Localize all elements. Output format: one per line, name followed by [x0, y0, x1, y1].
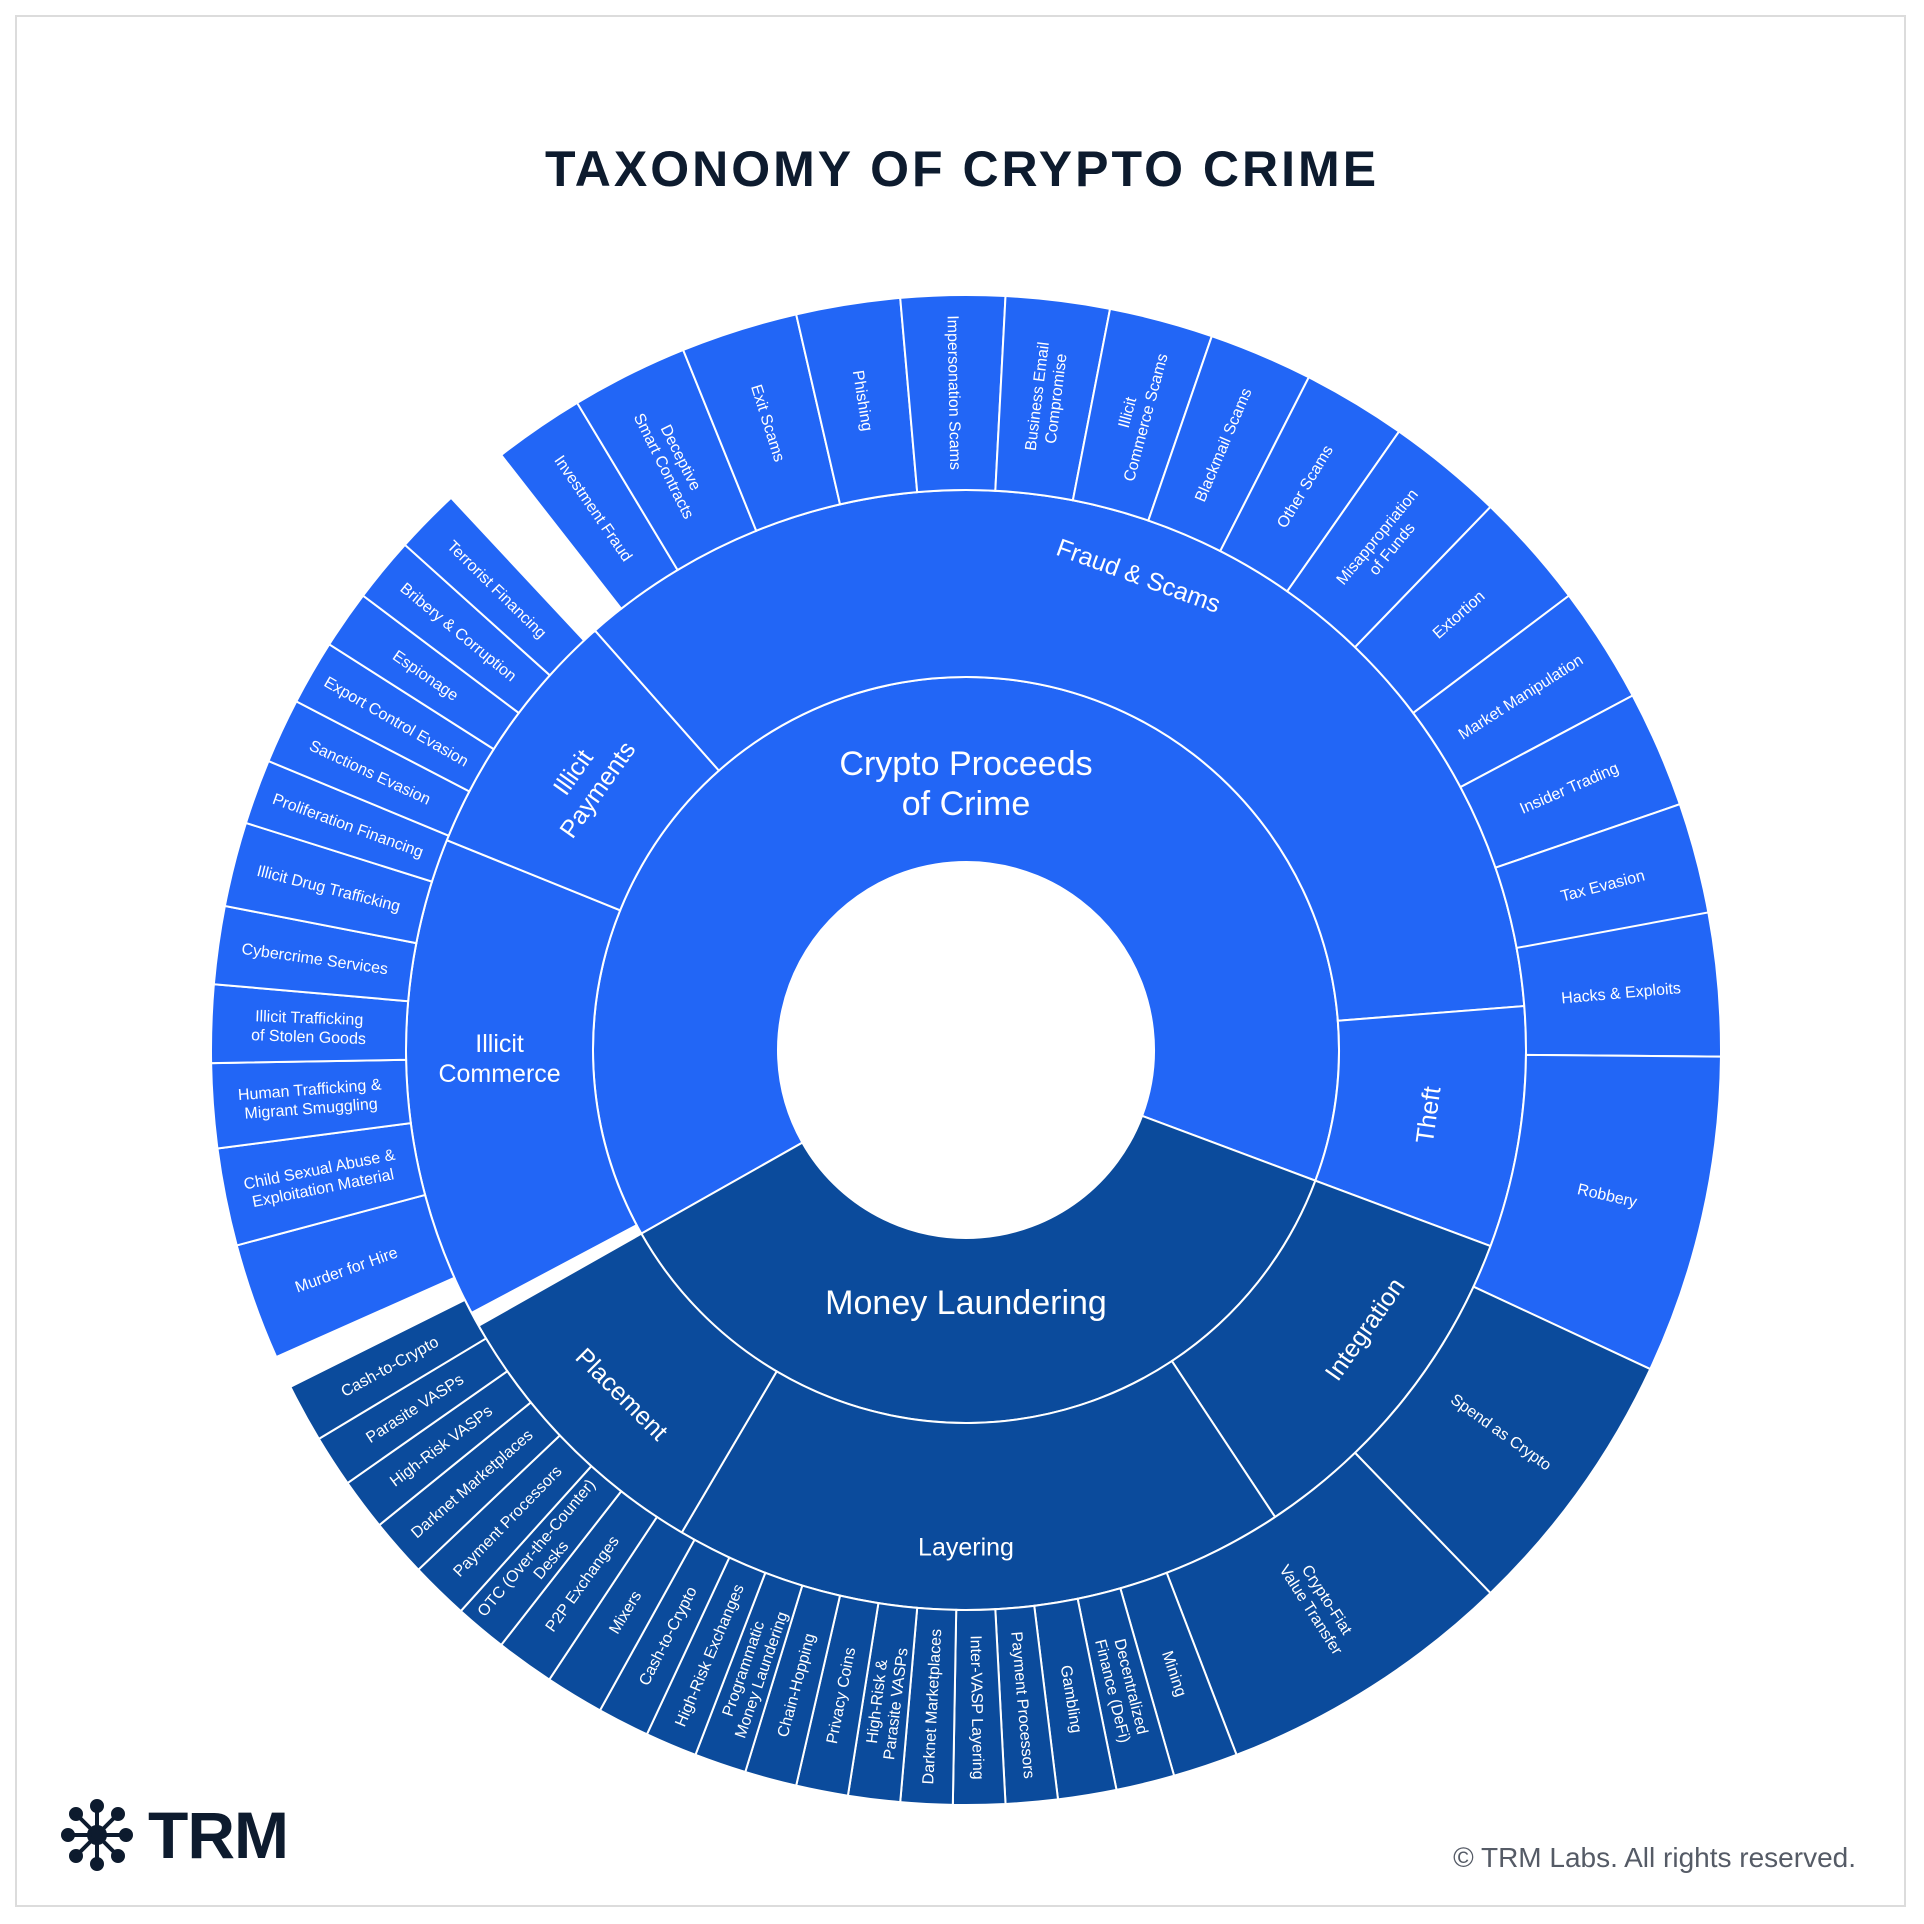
- subcategory-label-inter-vasp-layering: Inter-VASP Layering: [967, 1635, 987, 1780]
- subcategory-segment-cash-to-crypto: [288, 1298, 488, 1441]
- root-label-money-laundering: Money Laundering: [825, 1284, 1107, 1322]
- subcategory-label-illicit-trafficking-of-stolen-goods: Illicit Traffickingof Stolen Goods: [251, 1008, 367, 1048]
- trm-logo: TRM: [60, 1795, 289, 1875]
- copyright-notice: © TRM Labs. All rights reserved.: [1453, 1842, 1856, 1873]
- subcategory-segment-terrorist-financing: [403, 496, 586, 677]
- category-label-layering: Layering: [918, 1533, 1014, 1561]
- page-frame: [15, 15, 1906, 1907]
- network-node-icon: [61, 1799, 133, 1871]
- logo-wordmark: TRM: [148, 1798, 289, 1872]
- page-title: TAXONOMY OF CRYPTO CRIME: [544, 141, 1380, 197]
- subcategory-label-impersonation-scams: Impersonation Scams: [944, 315, 964, 470]
